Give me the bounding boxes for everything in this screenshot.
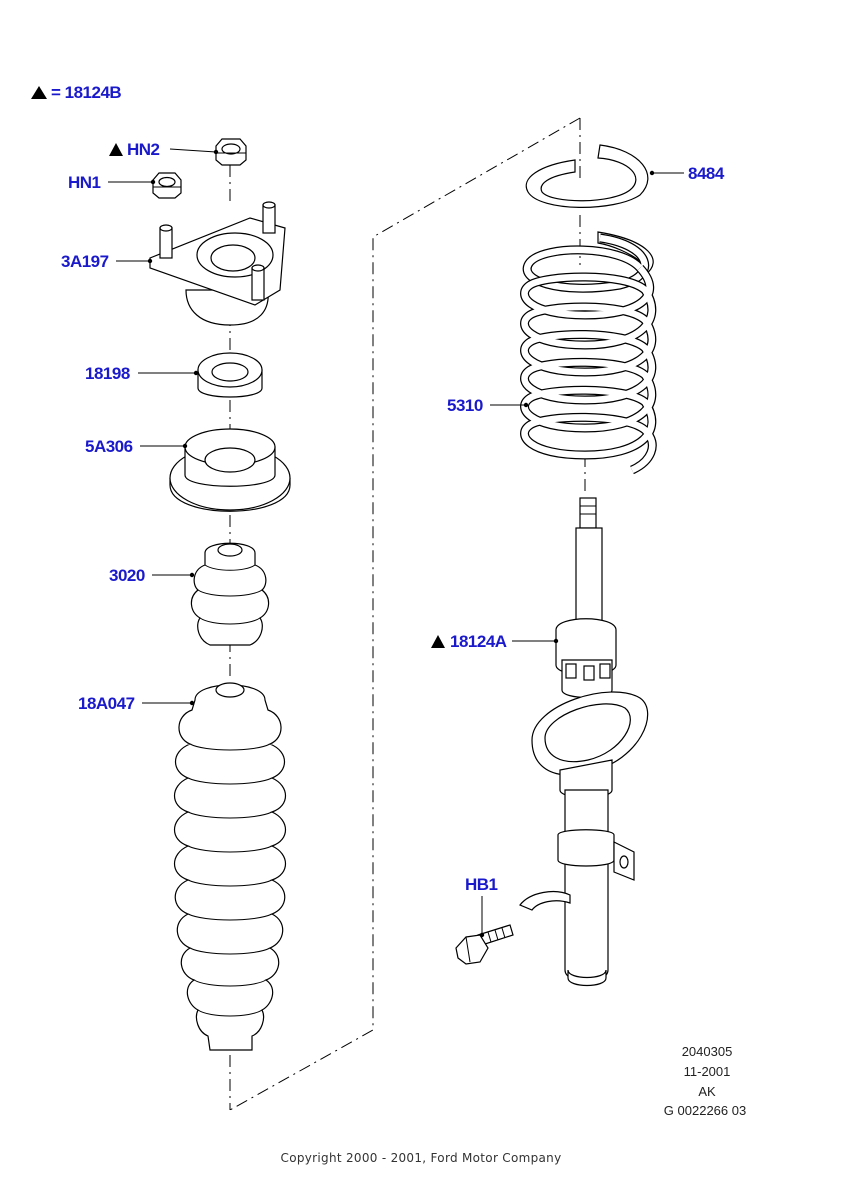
- strut-18124a: [519, 497, 649, 987]
- coil-spring-5310: [520, 231, 657, 475]
- spring-insulator-8484: [525, 144, 649, 208]
- callout-8484: 8484: [688, 164, 725, 183]
- bolt-hb1: [455, 924, 514, 965]
- guide-lines: [229, 117, 586, 1111]
- reference-line-2: 11-2001: [684, 1064, 731, 1079]
- reference-line-4: G 0022266 03: [664, 1103, 746, 1118]
- copyright-notice: Copyright 2000 - 2001, Ford Motor Compan…: [281, 1151, 562, 1165]
- reference-block: 2040305 11-2001 AK G 0022266 03: [664, 1044, 746, 1118]
- top-mount-3a197: [149, 201, 286, 326]
- callout-3020: 3020: [109, 566, 145, 585]
- legend-text: = 18124B: [51, 83, 121, 102]
- callout-18a047: 18A047: [78, 694, 135, 713]
- callout-3a197: 3A197: [61, 252, 109, 271]
- callout-hn2: HN2: [127, 140, 160, 159]
- leader-lines: [108, 148, 684, 938]
- callout-labels: HN2 HN1 3A197 18198 5A306 3020 18A047 84…: [61, 140, 725, 894]
- legend: = 18124B: [31, 83, 122, 102]
- spring-seat-5a306: [169, 428, 291, 512]
- callout-hb1: HB1: [465, 875, 498, 894]
- triangle-icon: [31, 86, 47, 99]
- nut-hn2: [215, 138, 247, 166]
- callout-hn1: HN1: [68, 173, 101, 192]
- callout-18124a: 18124A: [450, 632, 507, 651]
- spring-coils: [520, 264, 657, 475]
- triangle-icon: [109, 143, 123, 156]
- nut-hn1: [152, 172, 182, 199]
- bump-stop-3020: [190, 542, 270, 646]
- dust-boot-18a047: [173, 682, 287, 1051]
- callout-18198: 18198: [85, 364, 130, 383]
- reference-line-3: AK: [698, 1084, 716, 1099]
- reference-line-1: 2040305: [682, 1044, 733, 1059]
- bearing-18198: [197, 352, 263, 398]
- callout-5a306: 5A306: [85, 437, 133, 456]
- callout-5310: 5310: [447, 396, 483, 415]
- triangle-icon: [431, 635, 445, 648]
